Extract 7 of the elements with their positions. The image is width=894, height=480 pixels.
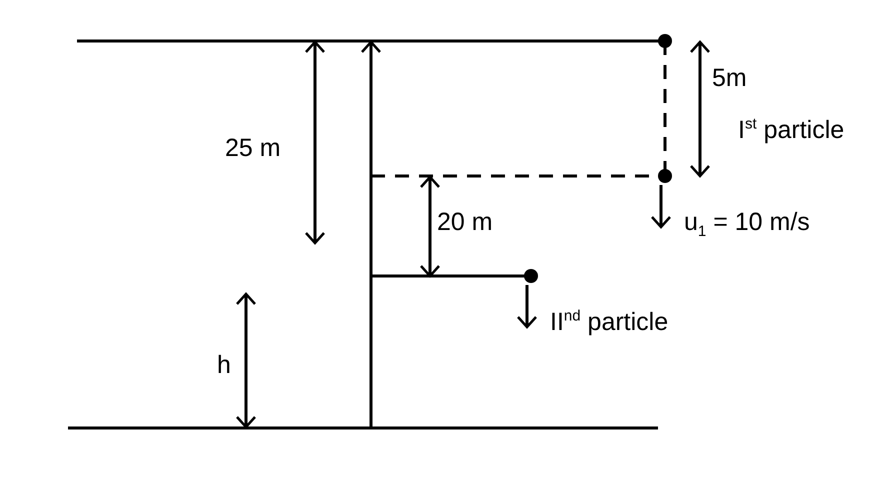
dimension-label: 25 m: [225, 133, 281, 163]
dimension-label: 20 m: [437, 207, 493, 237]
dimension-label: I$^{st}$ particle: [738, 115, 844, 145]
dimension-label: h: [217, 350, 231, 380]
dimension-label: II$^{nd}$ particle: [550, 307, 668, 337]
dimension-label: 5m: [712, 63, 747, 93]
dimension-label: u$_{1}$ = 10 m/s: [684, 207, 810, 237]
